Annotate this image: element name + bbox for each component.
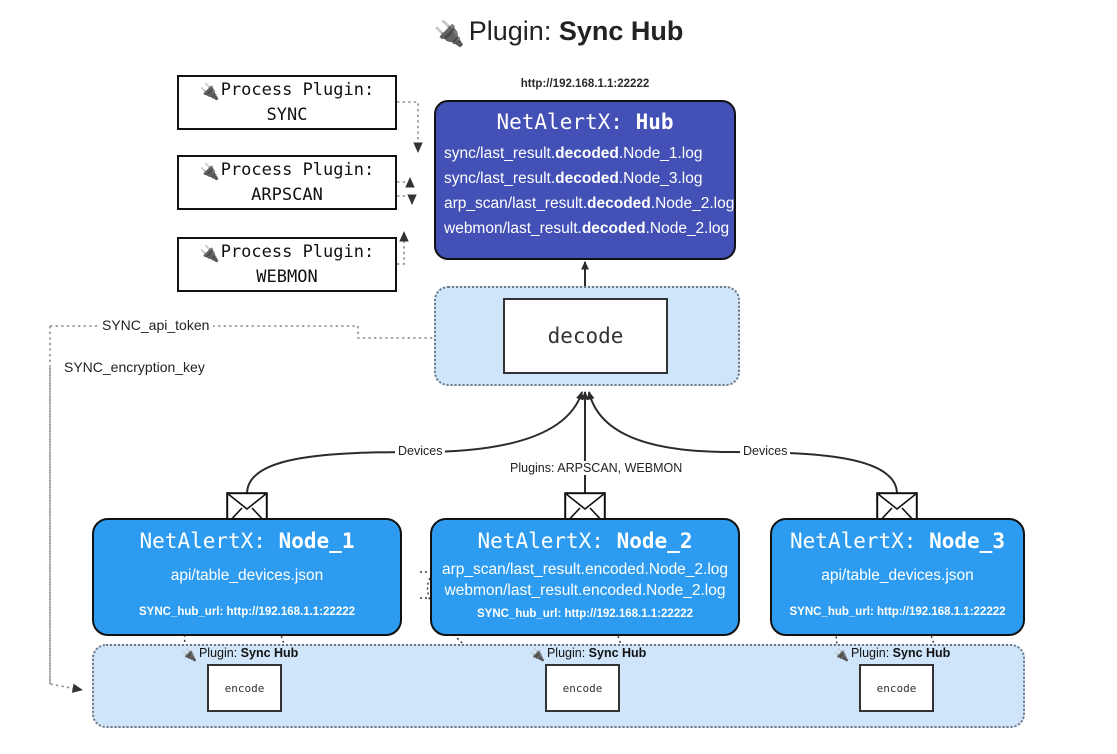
node-box-node-1[interactable]: NetAlertX: Node_1 api/table_devices.json… [92, 518, 402, 636]
process-plugin-name: WEBMON [256, 266, 318, 287]
encoder-caption-node-1: 🔌Plugin: Sync Hub [182, 646, 299, 662]
plug-icon: 🔌 [433, 20, 465, 48]
node-title: NetAlertX: Node_2 [477, 529, 693, 553]
node-line: api/table_devices.json [821, 567, 974, 584]
edge-label-devices-left: Devices [395, 444, 446, 458]
sync-encryption-key-label: SYNC_encryption_key [60, 359, 209, 375]
hub-title-prefix: NetAlertX: [496, 110, 623, 134]
process-plugin-label: Process Plugin: [220, 159, 375, 180]
hub-log-line: webmon/last_result.decoded.Node_2.log [444, 220, 730, 238]
node-line: api/table_devices.json [170, 567, 324, 584]
sync-api-token-label: SYNC_api_token [98, 317, 214, 333]
plug-icon: 🔌 [182, 648, 197, 662]
edge-label-devices-right: Devices [740, 444, 791, 458]
node-box-node-3[interactable]: NetAlertX: Node_3 api/table_devices.json… [770, 518, 1025, 636]
process-plugin-box-arpscan[interactable]: 🔌Process Plugin: ARPSCAN [177, 155, 397, 210]
title-prefix: Plugin: [468, 16, 552, 46]
edge-label-plugins-center: Plugins: ARPSCAN, WEBMON [507, 461, 686, 475]
plug-icon: 🔌 [199, 243, 220, 263]
encode-box-node-1[interactable]: encode [207, 664, 282, 712]
process-plugin-box-sync[interactable]: 🔌Process Plugin: SYNC [177, 75, 397, 130]
hub-node[interactable]: NetAlertX: Hub sync/last_result.decoded.… [434, 100, 736, 260]
node-title: NetAlertX: Node_3 [790, 529, 1005, 553]
node-box-node-2[interactable]: NetAlertX: Node_2 arp_scan/last_result.e… [430, 518, 740, 636]
node-footer: SYNC_hub_url: http://192.168.1.1:22222 [476, 608, 694, 620]
plug-icon: 🔌 [834, 648, 849, 662]
hub-title-name: Hub [635, 110, 674, 134]
process-plugin-name: SYNC [266, 104, 308, 125]
hub-title: NetAlertX: Hub [436, 110, 734, 134]
plug-icon: 🔌 [530, 648, 545, 662]
node-footer: SYNC_hub_url: http://192.168.1.1:22222 [789, 606, 1006, 618]
node-footer: SYNC_hub_url: http://192.168.1.1:22222 [138, 606, 356, 618]
title-name: Sync Hub [558, 16, 684, 46]
node-line: webmon/last_result.encoded.Node_2.log [444, 582, 726, 599]
hub-url-label: http://192.168.1.1:22222 [520, 78, 650, 90]
encoder-caption-node-2: 🔌Plugin: Sync Hub [530, 646, 647, 662]
plug-icon: 🔌 [199, 81, 220, 101]
process-plugin-label: Process Plugin: [220, 79, 375, 100]
node-line: arp_scan/last_result.encoded.Node_2.log [441, 561, 729, 578]
decode-box[interactable]: decode [503, 298, 668, 374]
page-title: 🔌Plugin: Sync Hub [0, 16, 1117, 49]
process-plugin-name: ARPSCAN [251, 184, 323, 205]
hub-log-line: sync/last_result.decoded.Node_1.log [444, 145, 703, 162]
process-plugin-box-webmon[interactable]: 🔌Process Plugin: WEBMON [177, 237, 397, 292]
process-plugin-label: Process Plugin: [220, 241, 375, 262]
node-title: NetAlertX: Node_1 [139, 529, 355, 553]
hub-log-line: sync/last_result.decoded.Node_3.log [444, 170, 703, 188]
hub-log-line: arp_scan/last_result.decoded.Node_2.log [444, 195, 735, 213]
plug-icon: 🔌 [199, 161, 220, 181]
encode-box-node-2[interactable]: encode [545, 664, 620, 712]
encode-box-node-3[interactable]: encode [859, 664, 934, 712]
encoder-caption-node-3: 🔌Plugin: Sync Hub [834, 646, 951, 662]
